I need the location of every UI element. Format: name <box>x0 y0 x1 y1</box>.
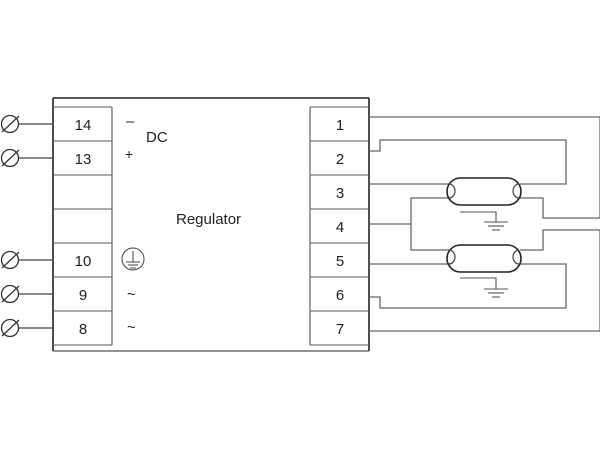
right-terminal: 6 <box>310 287 369 312</box>
right-terminal: 1 <box>310 117 369 142</box>
screw-terminal-icon <box>0 148 53 168</box>
screw-terminal-icon <box>0 250 53 270</box>
wire-t7 <box>369 229 600 332</box>
right-terminal: 2 <box>310 151 369 176</box>
right-terminal-label: 7 <box>336 321 344 338</box>
dc-minus-label: – <box>126 113 135 130</box>
dc-plus-label: + <box>125 146 133 162</box>
lamp-2-right-electrode <box>512 249 520 265</box>
right-terminal-block: 1 2 3 4 5 6 7 <box>309 106 369 346</box>
screw-terminal-icon <box>0 284 53 304</box>
wire-t1 <box>369 116 600 219</box>
screw-terminal-icon <box>0 318 53 338</box>
lamp-2-left-electrode <box>448 249 456 265</box>
left-terminal: 9 <box>53 287 112 312</box>
left-terminal-label: 14 <box>75 117 92 134</box>
ground-icon <box>460 277 508 298</box>
left-terminal: 10 <box>53 253 112 278</box>
left-terminal-label: 10 <box>75 253 92 270</box>
right-terminal-label: 6 <box>336 287 344 304</box>
right-terminal-label: 3 <box>336 185 344 202</box>
ground-icon <box>460 211 508 231</box>
wire-t6 <box>369 263 567 309</box>
right-terminal: 5 <box>310 253 369 278</box>
protective-earth-icon <box>121 247 145 271</box>
left-terminal-label: 9 <box>79 287 87 304</box>
left-terminal: 13 <box>53 151 112 176</box>
lamp-1-right-electrode <box>512 183 520 199</box>
wire-t2 <box>369 139 567 185</box>
ac-symbol-8: ~ <box>127 319 136 336</box>
right-terminal: 3 <box>310 185 369 210</box>
lamp-2 <box>446 244 522 273</box>
left-terminal-block: 14 13 10 9 8 <box>53 106 113 346</box>
device-title: Regulator <box>176 211 241 228</box>
screw-terminal-icon <box>0 114 53 134</box>
lamp-2-tube <box>446 244 522 273</box>
lamp-1 <box>446 177 522 206</box>
lamp-wiring <box>369 116 600 332</box>
dc-label: DC <box>146 129 168 146</box>
screw-terminals <box>0 114 53 338</box>
ac-symbol-9: ~ <box>127 286 136 303</box>
right-terminal-label: 2 <box>336 151 344 168</box>
right-terminal-label: 1 <box>336 117 344 134</box>
lamp-1-left-electrode <box>448 183 456 199</box>
left-terminal-label: 8 <box>79 321 87 338</box>
right-terminal: 7 <box>310 321 369 346</box>
left-terminal: 14 <box>53 117 112 142</box>
left-terminal: 8 <box>53 321 112 346</box>
left-terminal-label: 13 <box>75 151 92 168</box>
lamp-1-tube <box>446 177 522 206</box>
right-terminal: 4 <box>310 219 369 244</box>
wire-t4-bridge <box>410 197 450 251</box>
right-terminal-label: 5 <box>336 253 344 270</box>
right-terminal-label: 4 <box>336 219 344 236</box>
